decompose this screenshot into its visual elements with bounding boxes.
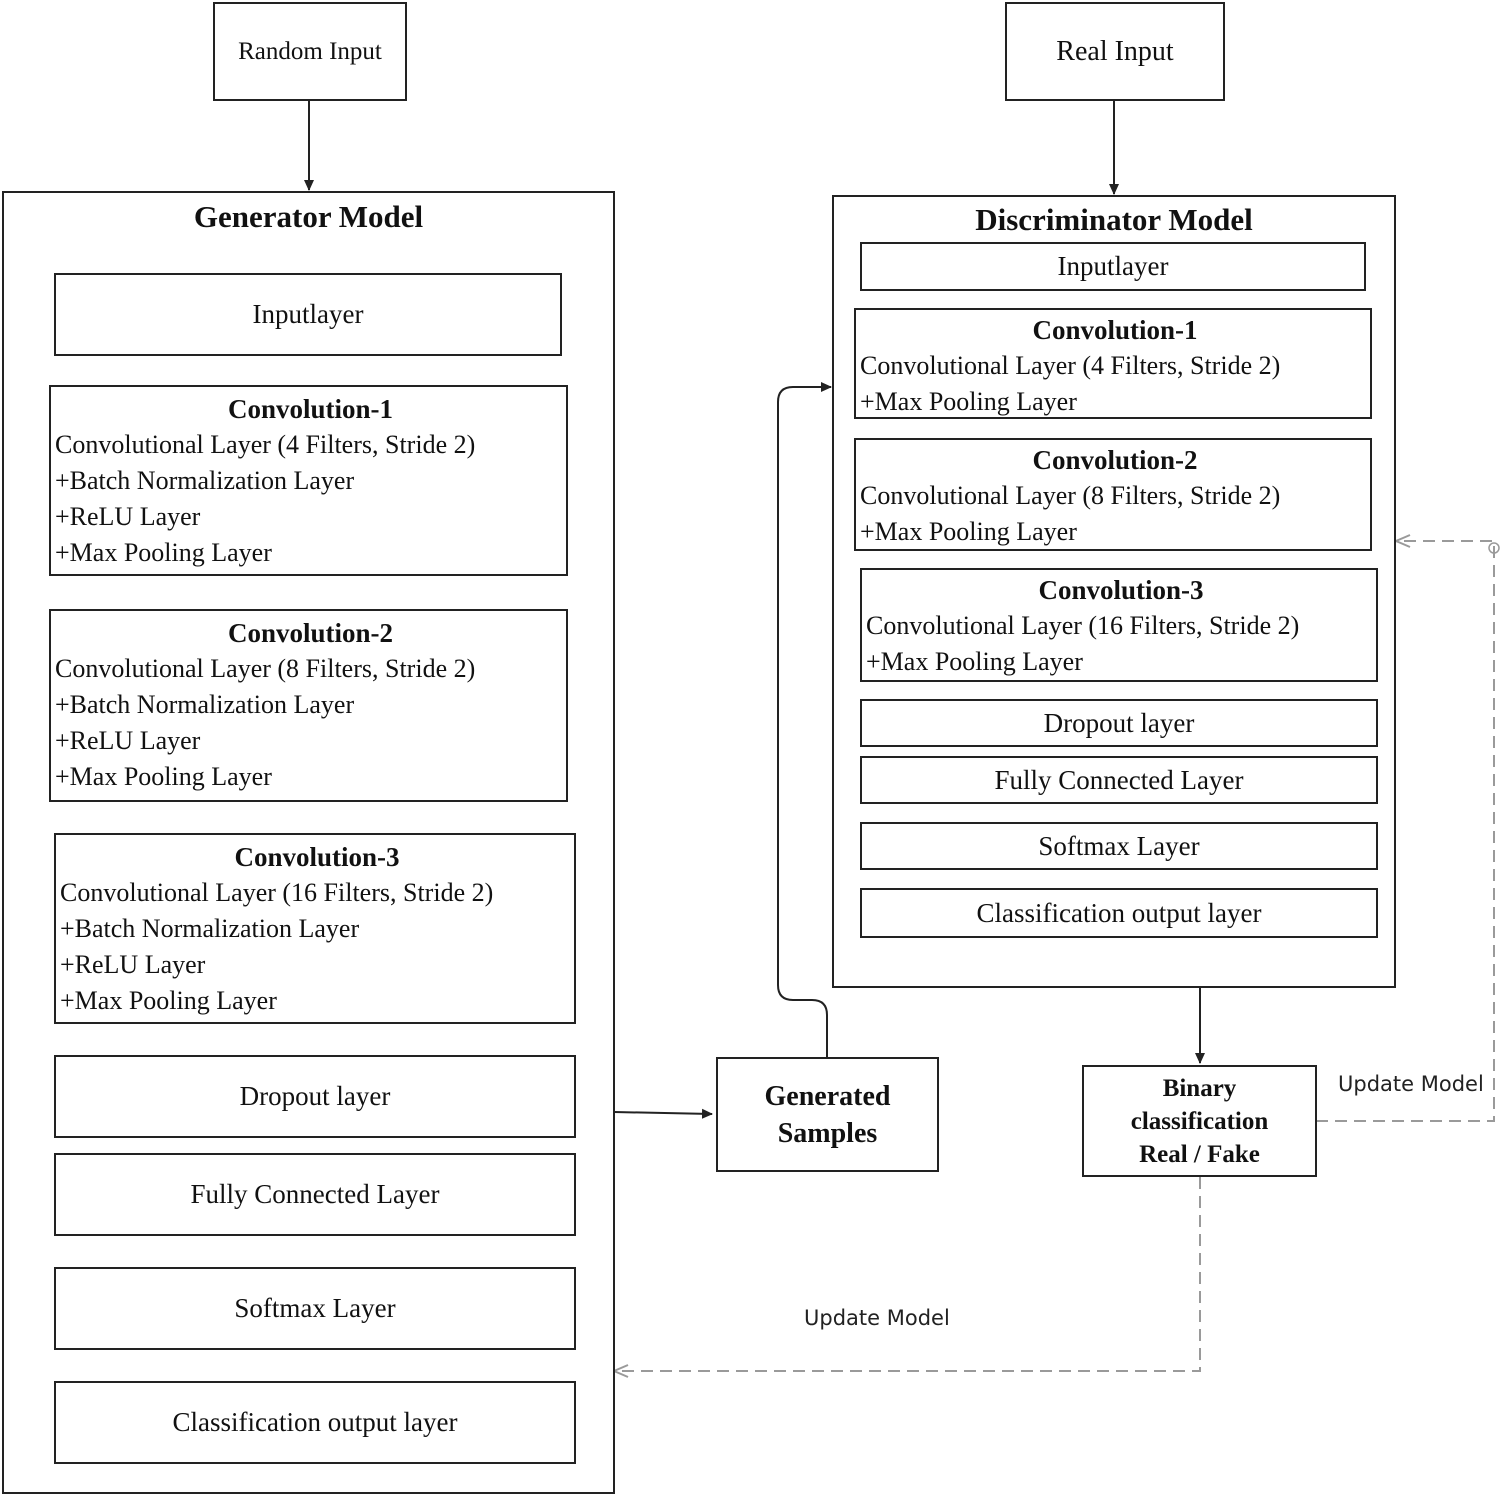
- generator-classification-output-layer: Classification output layer: [54, 1381, 576, 1464]
- discriminator-conv2-line: +Max Pooling Layer: [860, 517, 1077, 546]
- discriminator-conv1-line: +Max Pooling Layer: [860, 387, 1077, 416]
- discriminator-convolution-2: Convolution-2 Convolutional Layer (8 Fil…: [854, 438, 1372, 551]
- discriminator-convolution-3: Convolution-3 Convolutional Layer (16 Fi…: [860, 568, 1378, 682]
- generator-conv1-line: Convolutional Layer (4 Filters, Stride 2…: [55, 430, 476, 459]
- generator-conv1-title: Convolution-1: [227, 394, 394, 424]
- generator-conv2-line: +Max Pooling Layer: [55, 762, 272, 791]
- generator-conv2-line: +ReLU Layer: [55, 726, 201, 755]
- generator-conv1-line: +Batch Normalization Layer: [55, 466, 355, 495]
- discriminator-conv2-title: Convolution-2: [1032, 445, 1198, 475]
- generator-convolution-2: Convolution-2 Convolutional Layer (8 Fil…: [49, 609, 568, 802]
- generator-dropout-label: Dropout layer: [239, 1081, 391, 1111]
- arrow-generator-to-samples: [613, 1108, 713, 1119]
- binary-classification-line: classification: [1130, 1107, 1269, 1135]
- dashed-update-generator: [614, 1177, 1201, 1372]
- discriminator-model-title: Discriminator Model: [975, 202, 1253, 237]
- real-input-label: Real Input: [1056, 35, 1174, 67]
- discriminator-fully-connected-layer: Fully Connected Layer: [860, 756, 1378, 804]
- generator-classification-label: Classification output layer: [172, 1407, 458, 1437]
- dashed-update-discriminator: [1316, 540, 1495, 1122]
- discriminator-input-layer-label: Inputlayer: [1057, 251, 1169, 281]
- discriminator-fully-connected-label: Fully Connected Layer: [994, 764, 1244, 795]
- discriminator-input-layer: Inputlayer: [860, 242, 1366, 291]
- discriminator-conv3-line: +Max Pooling Layer: [866, 647, 1083, 676]
- random-input-box: Random Input: [213, 2, 407, 101]
- discriminator-conv3-title: Convolution-3: [1038, 575, 1204, 605]
- generator-conv3-title: Convolution-3: [234, 842, 400, 872]
- random-input-label: Random Input: [238, 37, 382, 65]
- generator-fully-connected-label: Fully Connected Layer: [190, 1179, 440, 1209]
- generator-conv1-line: +ReLU Layer: [55, 502, 201, 531]
- discriminator-conv1-title: Convolution-1: [1032, 315, 1198, 345]
- generator-softmax-layer: Softmax Layer: [54, 1267, 576, 1350]
- discriminator-conv3-line: Convolutional Layer (16 Filters, Stride …: [866, 611, 1300, 640]
- discriminator-softmax-layer: Softmax Layer: [860, 822, 1378, 870]
- dashed-junction: [1488, 542, 1500, 554]
- discriminator-conv2-line: Convolutional Layer (8 Filters, Stride 2…: [860, 481, 1281, 510]
- generator-conv2-line: +Batch Normalization Layer: [55, 690, 355, 719]
- binary-classification-line: Real / Fake: [1139, 1140, 1260, 1168]
- real-input-box: Real Input: [1005, 2, 1225, 101]
- generator-conv3-line: Convolutional Layer (16 Filters, Stride …: [60, 878, 494, 907]
- generated-samples-line: Samples: [777, 1117, 878, 1149]
- generated-samples-box: Generated Samples: [716, 1057, 939, 1172]
- open-arrowhead-discriminator: [1393, 534, 1411, 548]
- discriminator-classification-label: Classification output layer: [976, 897, 1262, 928]
- generator-conv3-line: +ReLU Layer: [60, 950, 206, 979]
- generator-conv3-line: +Max Pooling Layer: [60, 986, 277, 1015]
- discriminator-dropout-layer: Dropout layer: [860, 699, 1378, 747]
- generator-convolution-1: Convolution-1 Convolutional Layer (4 Fil…: [49, 385, 568, 576]
- generator-conv2-title: Convolution-2: [227, 618, 394, 648]
- generator-input-layer: Inputlayer: [54, 273, 562, 356]
- generator-convolution-3: Convolution-3 Convolutional Layer (16 Fi…: [54, 833, 576, 1024]
- binary-classification-box: Binary classification Real / Fake: [1082, 1065, 1317, 1177]
- update-model-label-bottom: Update Model: [804, 1306, 950, 1330]
- generator-conv2-line: Convolutional Layer (8 Filters, Stride 2…: [55, 654, 476, 683]
- generator-conv3-line: +Batch Normalization Layer: [60, 914, 360, 943]
- generator-fully-connected-layer: Fully Connected Layer: [54, 1153, 576, 1236]
- generator-dropout-layer: Dropout layer: [54, 1055, 576, 1138]
- discriminator-softmax-label: Softmax Layer: [1038, 830, 1200, 861]
- update-model-label-right: Update Model: [1338, 1072, 1484, 1096]
- arrow-samples-to-discriminator: [777, 382, 832, 1057]
- discriminator-conv1-line: Convolutional Layer (4 Filters, Stride 2…: [860, 351, 1281, 380]
- discriminator-dropout-label: Dropout layer: [1043, 707, 1195, 738]
- discriminator-classification-output-layer: Classification output layer: [860, 888, 1378, 938]
- generated-samples-line: Generated: [764, 1080, 891, 1112]
- generator-conv1-line: +Max Pooling Layer: [55, 538, 272, 567]
- generator-softmax-label: Softmax Layer: [234, 1293, 396, 1323]
- generator-input-layer-label: Inputlayer: [252, 299, 364, 329]
- discriminator-convolution-1: Convolution-1 Convolutional Layer (4 Fil…: [854, 308, 1372, 419]
- binary-classification-line: Binary: [1162, 1074, 1237, 1102]
- generator-model-title: Generator Model: [193, 199, 424, 234]
